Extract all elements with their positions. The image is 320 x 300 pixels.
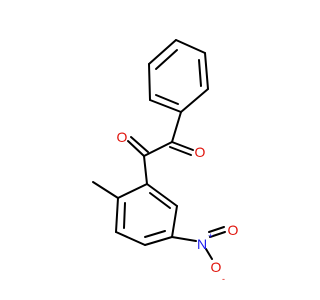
bond: [209, 231, 226, 238]
bond: [146, 183, 178, 207]
bond: [171, 205, 178, 238]
oxygen-charge-label: -: [222, 274, 225, 284]
atom-label-nitrogen: N: [197, 236, 207, 252]
molecule-structure-canvas: O O N + O O -: [92, 39, 239, 284]
bond-inner: [155, 94, 179, 105]
nitrogen-charge-label: +: [208, 231, 213, 241]
bond: [143, 141, 173, 157]
bond: [204, 52, 209, 90]
bond: [208, 226, 225, 233]
atom-label-oxygen: O: [117, 129, 128, 145]
bond-inner: [149, 192, 171, 209]
bond: [205, 248, 213, 260]
bond: [148, 63, 151, 101]
atom-label-oxygen: O: [211, 259, 222, 275]
bond: [92, 181, 119, 199]
bond-inner: [155, 49, 178, 70]
atom-label-oxygen: O: [228, 222, 239, 238]
bond: [171, 236, 197, 242]
bond: [149, 99, 182, 113]
bond: [144, 236, 173, 246]
bond-lines: [92, 39, 226, 260]
bond: [169, 146, 192, 156]
bond: [115, 197, 119, 233]
bond: [115, 231, 146, 246]
bond: [143, 155, 148, 185]
bond-inner: [144, 230, 166, 238]
atom-label-oxygen: O: [195, 144, 206, 160]
bond: [175, 39, 206, 54]
molecule-structure: O O N + O O -: [92, 39, 239, 284]
bond: [127, 140, 145, 157]
bond: [117, 183, 148, 199]
bond-inner: [123, 202, 126, 229]
bond: [130, 136, 149, 153]
bond: [148, 39, 177, 65]
bond: [171, 111, 182, 143]
bond: [180, 88, 209, 113]
bond: [171, 141, 194, 151]
bond-inner: [198, 59, 202, 87]
